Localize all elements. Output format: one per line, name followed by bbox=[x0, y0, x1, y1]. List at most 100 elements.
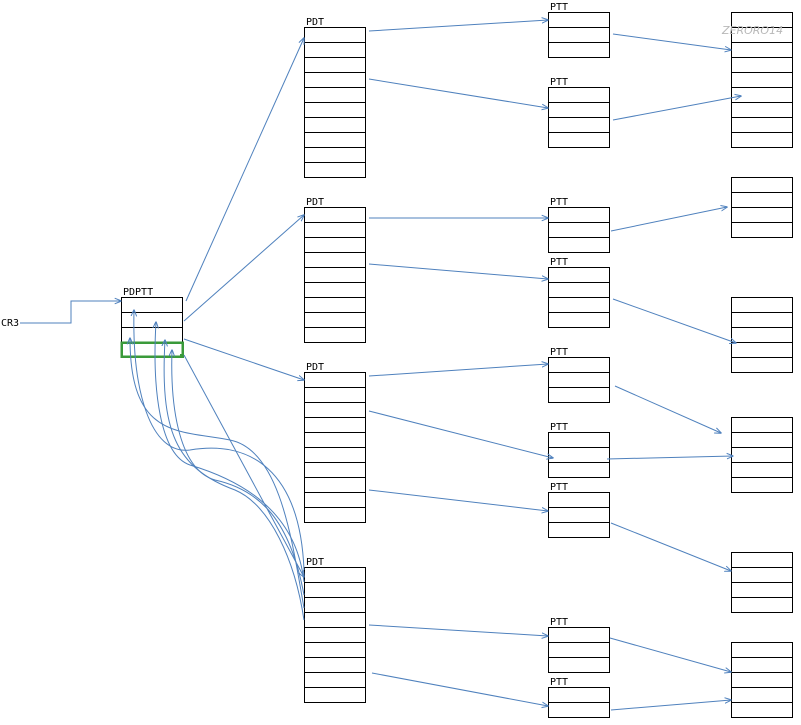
watermark-text: ZERORO14 bbox=[721, 24, 783, 37]
table-entry bbox=[304, 102, 366, 118]
table-entry bbox=[548, 462, 610, 478]
table-entry bbox=[304, 687, 366, 703]
table-entry bbox=[548, 627, 610, 643]
table-entry bbox=[548, 432, 610, 448]
highlight-handle bbox=[180, 354, 184, 358]
table-entry bbox=[304, 657, 366, 673]
pdt-label: PDT bbox=[306, 362, 324, 373]
ptt-table-3 bbox=[548, 207, 610, 253]
table-entry bbox=[731, 222, 793, 238]
ptt-table-2 bbox=[548, 87, 610, 148]
table-entry bbox=[731, 552, 793, 568]
table-entry bbox=[731, 687, 793, 703]
table-entry bbox=[548, 102, 610, 118]
table-entry bbox=[304, 282, 366, 298]
highlighted-pdpt-entry bbox=[120, 341, 184, 358]
cr3-label: CR3 bbox=[1, 318, 19, 329]
ptt2-to-page1-arrow bbox=[612, 96, 741, 121]
table-entry bbox=[731, 177, 793, 193]
table-entry bbox=[731, 87, 793, 103]
table-entry bbox=[548, 267, 610, 283]
table-entry bbox=[731, 702, 793, 718]
table-entry bbox=[731, 672, 793, 688]
table-entry bbox=[731, 297, 793, 313]
table-entry bbox=[731, 597, 793, 613]
ptt8-to-page6-arrow bbox=[609, 637, 731, 672]
table-entry bbox=[548, 87, 610, 103]
table-entry bbox=[731, 312, 793, 328]
table-entry bbox=[731, 57, 793, 73]
table-entry bbox=[548, 312, 610, 328]
table-entry bbox=[731, 447, 793, 463]
table-entry bbox=[304, 207, 366, 223]
pdt3-to-ptt6-arrow bbox=[368, 410, 553, 458]
table-entry bbox=[304, 267, 366, 283]
table-entry bbox=[121, 312, 183, 328]
table-entry bbox=[548, 27, 610, 43]
table-entry bbox=[731, 432, 793, 448]
table-entry bbox=[121, 327, 183, 343]
table-entry bbox=[121, 297, 183, 313]
ptt-label: PTT bbox=[550, 422, 568, 433]
table-entry bbox=[731, 642, 793, 658]
table-entry bbox=[731, 342, 793, 358]
table-entry bbox=[731, 582, 793, 598]
table-entry bbox=[548, 492, 610, 508]
page-table-5 bbox=[731, 552, 793, 613]
table-entry bbox=[548, 447, 610, 463]
ptt5-to-page4-arrow bbox=[614, 385, 721, 433]
table-entry bbox=[731, 192, 793, 208]
page-table-4 bbox=[731, 417, 793, 493]
table-entry bbox=[548, 297, 610, 313]
ptt4-to-page3-arrow bbox=[612, 298, 736, 343]
self-map-curve-2 bbox=[155, 322, 305, 583]
pdt3-to-ptt5-arrow bbox=[368, 364, 548, 377]
table-entry bbox=[548, 132, 610, 148]
table-entry bbox=[304, 642, 366, 658]
table-entry bbox=[548, 357, 610, 373]
table-entry bbox=[304, 567, 366, 583]
ptt-table-7 bbox=[548, 492, 610, 538]
table-entry bbox=[304, 432, 366, 448]
pdt-table-1 bbox=[304, 27, 366, 178]
pdpt-to-pdt3-arrow bbox=[183, 338, 304, 380]
page-table-2 bbox=[731, 177, 793, 238]
table-entry bbox=[304, 417, 366, 433]
pdt2-to-ptt4-arrow bbox=[368, 263, 548, 279]
table-entry bbox=[731, 417, 793, 433]
table-entry bbox=[548, 207, 610, 223]
pdpt-to-pdt2-arrow bbox=[183, 215, 304, 322]
table-entry bbox=[548, 222, 610, 238]
table-entry bbox=[548, 657, 610, 673]
pdt4-to-ptt9-arrow bbox=[371, 672, 548, 706]
table-entry bbox=[304, 462, 366, 478]
table-entry bbox=[304, 447, 366, 463]
table-entry bbox=[304, 582, 366, 598]
table-entry bbox=[548, 117, 610, 133]
table-entry bbox=[304, 492, 366, 508]
pdt4-to-ptt8-arrow bbox=[368, 624, 548, 636]
pdt3-to-ptt7-arrow bbox=[368, 489, 548, 511]
ptt-table-6 bbox=[548, 432, 610, 478]
table-entry bbox=[731, 357, 793, 373]
table-entry bbox=[304, 132, 366, 148]
table-entry bbox=[304, 57, 366, 73]
table-entry bbox=[548, 522, 610, 538]
pdpt-to-pdt4-arrow bbox=[183, 354, 304, 577]
table-entry bbox=[304, 507, 366, 523]
table-entry bbox=[731, 462, 793, 478]
table-entry bbox=[731, 72, 793, 88]
table-entry bbox=[731, 207, 793, 223]
table-entry bbox=[731, 132, 793, 148]
ptt-label: PTT bbox=[550, 677, 568, 688]
ptt-table-4 bbox=[548, 267, 610, 328]
ptt9-to-page6-arrow bbox=[610, 700, 731, 711]
pdt-table-2 bbox=[304, 207, 366, 343]
table-entry bbox=[731, 327, 793, 343]
ptt-table-1 bbox=[548, 12, 610, 58]
table-entry bbox=[304, 477, 366, 493]
ptt1-to-page1-arrow bbox=[612, 33, 731, 50]
table-entry bbox=[548, 507, 610, 523]
page-table-3 bbox=[731, 297, 793, 373]
ptt7-to-page5-arrow bbox=[610, 522, 731, 571]
